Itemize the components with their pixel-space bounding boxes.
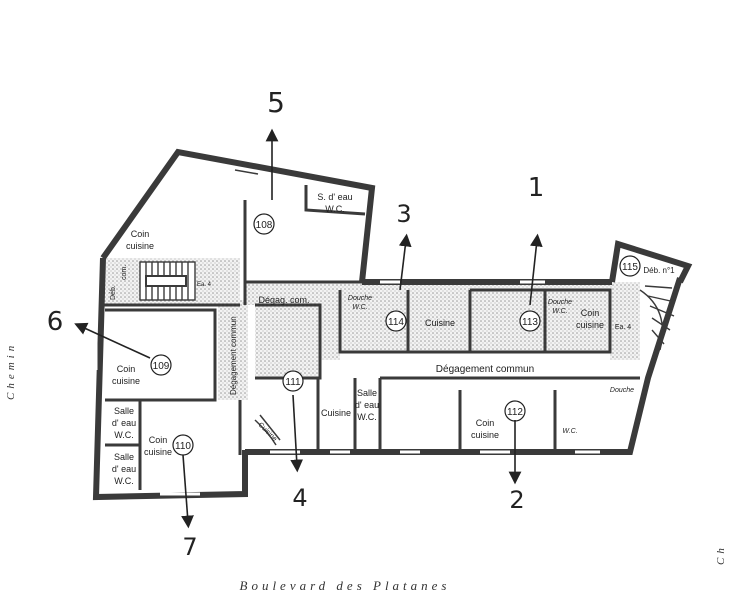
stair-right: [639, 285, 676, 351]
room-111-number: 111: [285, 377, 301, 388]
room-112-douche: Douche: [610, 387, 634, 394]
arrow-number-4: 4: [292, 484, 307, 512]
right-margin-ch: Ch: [715, 544, 727, 565]
left-salle-b: Salle: [114, 452, 134, 462]
room-113-ea: Ea. 4: [615, 324, 631, 331]
left-deau-b: d' eau: [112, 464, 136, 474]
room-113-number: 113: [522, 317, 538, 328]
room-112-coin: Coin: [476, 418, 495, 428]
room-113-douche: Douche: [548, 299, 572, 306]
arrow-number-7: 7: [182, 533, 197, 561]
room-114-wc: W.C.: [352, 304, 367, 311]
room-108-number: 108: [256, 220, 273, 231]
room-112-number: 112: [507, 407, 523, 418]
room-112-cuisine: cuisine: [471, 430, 499, 440]
room-115-number: 115: [622, 262, 638, 273]
room-108-sdeau: S. d' eau: [317, 192, 352, 202]
deb-label: Déb.: [110, 285, 117, 300]
room-115-deb: Déb. n°1: [643, 266, 675, 275]
arrow-number-5: 5: [267, 86, 285, 119]
arrow-number-2: 2: [509, 486, 524, 514]
room-109-number: 109: [153, 361, 170, 372]
room-110-number: 110: [175, 441, 191, 452]
arrow-numbers: 1 2 3 4 5 6 7: [47, 86, 545, 561]
common-corridor: [245, 282, 615, 378]
stair-left: [139, 261, 196, 301]
room-114-douche: Douche: [348, 295, 372, 302]
left-wc-a: W.C.: [114, 430, 134, 440]
room-110-cuisine: cuisine: [144, 447, 172, 457]
room-111-cuisine: Cuisine: [321, 408, 351, 418]
arrow-number-3: 3: [396, 200, 411, 228]
street-name: Boulevard des Platanes: [240, 578, 451, 592]
room-109-cuisine: cuisine: [112, 376, 140, 386]
room-113-coin: Coin: [581, 308, 600, 318]
exit-arrows: [74, 128, 543, 529]
room-112-wc: W.C.: [562, 428, 577, 435]
wing-cuisine: cuisine: [126, 241, 154, 251]
left-deau-a: d' eau: [112, 418, 136, 428]
room-108-wc: W.C.: [325, 204, 345, 214]
degag-com-label: Dégag. com.: [258, 295, 309, 305]
left-salle-a: Salle: [114, 406, 134, 416]
doors: [234, 169, 281, 446]
room-111-wc: W.C.: [357, 412, 377, 422]
room-111-deau: d' eau: [355, 400, 379, 410]
room-113-wc: W.C.: [552, 308, 567, 315]
com-label: com.: [121, 265, 128, 280]
left-wc-b: W.C.: [114, 476, 134, 486]
left-margin-chemin: Chemin: [5, 342, 17, 400]
arrow-number-6: 6: [47, 307, 64, 337]
stair-landing-right: [610, 282, 640, 360]
arrow-number-1: 1: [528, 173, 545, 203]
degagement-commun-label: Dégagement commun: [436, 364, 534, 375]
ea4-label: Ea. 4: [197, 282, 212, 288]
vertical-corridor: [218, 300, 248, 400]
degagement-vertical-label: Dégagement commun: [229, 316, 238, 395]
room-labels: 108 S. d' eau W.C. Coin cuisine 109 Coin…: [112, 192, 675, 486]
room-114-number: 114: [388, 317, 404, 328]
room-109-coin: Coin: [117, 364, 136, 374]
room-114-cuisine: Cuisine: [425, 318, 455, 328]
room-111-salle: Salle: [357, 388, 377, 398]
room-110-coin: Coin: [149, 435, 168, 445]
wing-coin: Coin: [131, 229, 150, 239]
room-113-cuisine: cuisine: [576, 320, 604, 330]
